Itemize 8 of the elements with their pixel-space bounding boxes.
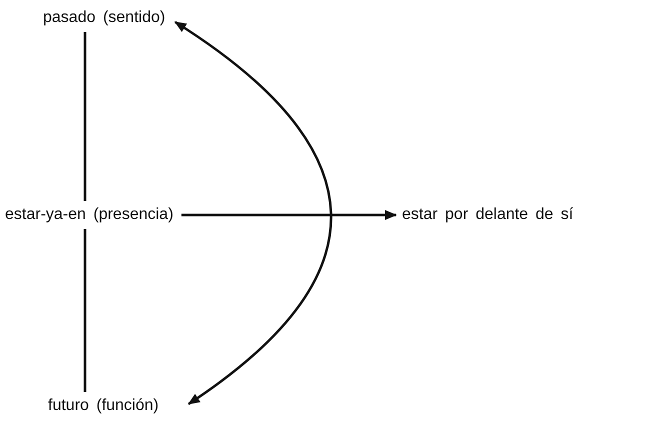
node-label: estar por delante de sí: [402, 206, 574, 223]
connector-line: [84, 32, 86, 201]
arrow: [174, 20, 332, 406]
node-label: futuro (función): [48, 397, 159, 414]
node-label: pasado (sentido): [43, 9, 166, 26]
connector-line: [84, 229, 86, 392]
node-label: estar-ya-en (presencia): [5, 206, 174, 223]
arrow: [181, 210, 397, 220]
